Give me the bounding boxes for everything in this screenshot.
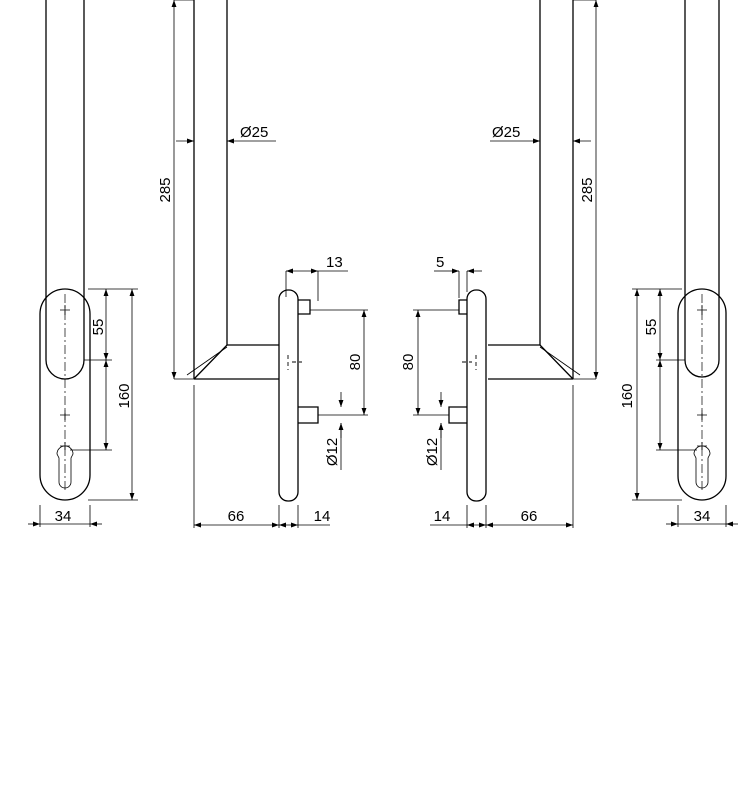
- right-front-backplate: [677, 288, 727, 501]
- left-front-handle-bar: [45, 0, 85, 360]
- left-front-height-label: 160: [116, 383, 133, 408]
- left-side-diameter-label: Ø25: [240, 124, 268, 141]
- right-side-handle-bar: [539, 0, 574, 379]
- right-front-height-label: 160: [619, 383, 636, 408]
- right-front-view: 55 160 34: [619, 0, 738, 527]
- right-side-view: 285 Ø25 5 80 Ø12 14 66: [400, 0, 599, 528]
- left-front-handle-end: [45, 359, 85, 380]
- left-front-spacing-label: 55: [90, 319, 107, 336]
- right-side-diameter-label: Ø25: [492, 124, 520, 141]
- right-side-pins: [448, 299, 467, 424]
- right-side-length-label: 285: [579, 177, 596, 202]
- left-side-handle-bend: [193, 344, 279, 380]
- right-front-handle-bar: [684, 0, 720, 360]
- left-side-spacing-label: 80: [347, 354, 364, 371]
- left-side-pins: [298, 299, 319, 424]
- right-side-bolt-label: Ø12: [424, 438, 441, 466]
- left-front-screw-bottom: [60, 410, 70, 420]
- left-side-backplate: [278, 289, 299, 502]
- right-side-spacing-label: 80: [400, 354, 417, 371]
- left-side-spindle-label: 13: [326, 254, 343, 271]
- right-side-projection-label: 66: [521, 508, 538, 525]
- right-front-screw-top: [697, 305, 707, 315]
- left-front-cylinder-hole: [56, 445, 74, 489]
- right-front-cylinder-center: [697, 442, 707, 450]
- left-front-view: 55 160 34: [28, 0, 138, 527]
- right-front-screw-bottom: [697, 410, 707, 420]
- right-side-thickness-label: 14: [434, 508, 451, 525]
- right-front-spacing-label: 55: [643, 319, 660, 336]
- left-front-backplate: [39, 288, 91, 501]
- left-side-handle-bar: [193, 0, 228, 379]
- left-front-cylinder-center: [60, 442, 70, 450]
- left-side-length-label: 285: [157, 177, 174, 202]
- left-front-screw-top: [60, 305, 70, 315]
- left-side-thickness-label: 14: [314, 508, 331, 525]
- left-side-bolt-label: Ø12: [324, 438, 341, 466]
- right-front-cylinder-hole: [693, 445, 711, 489]
- left-side-projection-label: 66: [228, 508, 245, 525]
- right-side-handle-bend: [488, 344, 574, 380]
- left-side-view: 285 Ø25 13 80 Ø12 66 14: [157, 0, 368, 528]
- right-front-handle-end: [684, 359, 720, 378]
- left-front-width-label: 34: [55, 508, 72, 525]
- right-side-spindle-label: 5: [436, 254, 444, 271]
- right-side-backplate: [466, 289, 487, 502]
- right-front-width-label: 34: [694, 508, 711, 525]
